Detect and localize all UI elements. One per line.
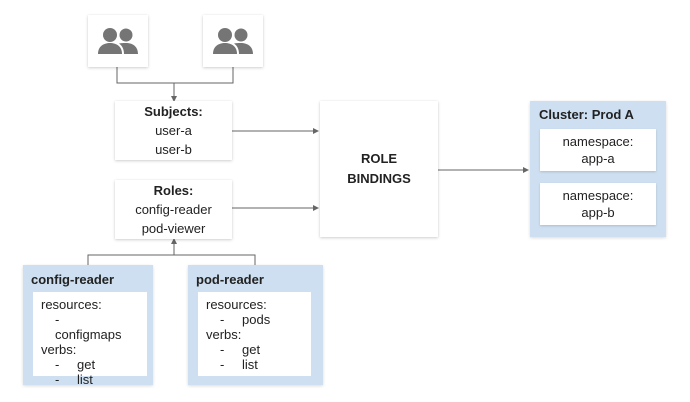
role-def-panel-config-reader: config-reader resources: -configmaps ver… — [23, 265, 153, 387]
verb-item: - list — [206, 357, 303, 372]
user-a-card — [88, 15, 148, 67]
namespace-label: namespace: — [562, 188, 634, 203]
verb-item: - list — [41, 372, 139, 387]
subject-item: user-b — [155, 142, 192, 157]
namespace-name: app-a — [581, 151, 615, 166]
verb-name: list — [77, 372, 93, 387]
resources-label: resources: — [41, 297, 102, 312]
namespace-box: namespace: app-a — [540, 129, 656, 171]
verb-name: get — [77, 357, 96, 372]
role-def-title: config-reader — [31, 272, 115, 287]
role-item: config-reader — [135, 202, 212, 217]
bullet-dash: - — [220, 342, 225, 357]
role-item: pod-viewer — [141, 221, 206, 236]
resource-item: - pods — [206, 312, 303, 327]
bullet-dash: - — [55, 312, 60, 327]
role-bindings-line2: BINDINGS — [347, 171, 411, 186]
user-a-to-subjects-line — [116, 67, 234, 84]
namespace-box: namespace: app-b — [540, 183, 656, 225]
role-def-title: pod-reader — [196, 272, 264, 287]
verb-name: get — [242, 342, 261, 357]
cluster-panel: Cluster: Prod A namespace: app-a namespa… — [530, 101, 666, 237]
bullet-dash: - — [220, 357, 225, 372]
verbs-label: verbs: — [41, 342, 77, 357]
resource-name: configmaps — [55, 327, 122, 342]
verb-item: - get — [206, 342, 303, 357]
subjects-title: Subjects: — [144, 104, 203, 119]
verb-name: list — [242, 357, 258, 372]
role-def-panel-pod-reader: pod-reader resources: - pods verbs: - get … — [188, 265, 323, 385]
people-icon — [98, 28, 138, 54]
bullet-dash: - — [55, 357, 60, 372]
resource-name: pods — [242, 312, 271, 327]
resources-label: resources: — [206, 297, 267, 312]
namespace-label: namespace: — [562, 134, 634, 149]
namespace-name: app-b — [581, 205, 615, 220]
roles-title: Roles: — [153, 183, 194, 198]
role-def-body: resources: -configmaps verbs: -get -list — [33, 292, 147, 387]
role-bindings-line1: ROLE — [360, 151, 398, 166]
verb-item: - get — [41, 357, 139, 372]
bullet-dash: - — [220, 312, 225, 327]
subjects-box: Subjects: user-a user-b — [115, 101, 232, 160]
roles-box: Roles: config-reader pod-viewer — [115, 180, 232, 239]
subject-item: user-a — [155, 123, 192, 138]
role-defs-to-roles-line — [87, 254, 256, 265]
people-icon — [213, 28, 253, 54]
role-def-body: resources: - pods verbs: - get - list — [198, 292, 311, 376]
user-b-card — [203, 15, 263, 67]
verbs-label: verbs: — [206, 327, 242, 342]
bullet-dash: - — [55, 372, 60, 387]
resource-item: -configmaps — [41, 312, 139, 342]
cluster-title: Cluster: Prod A — [539, 107, 634, 122]
role-bindings-box: ROLE BINDINGS — [320, 101, 438, 237]
